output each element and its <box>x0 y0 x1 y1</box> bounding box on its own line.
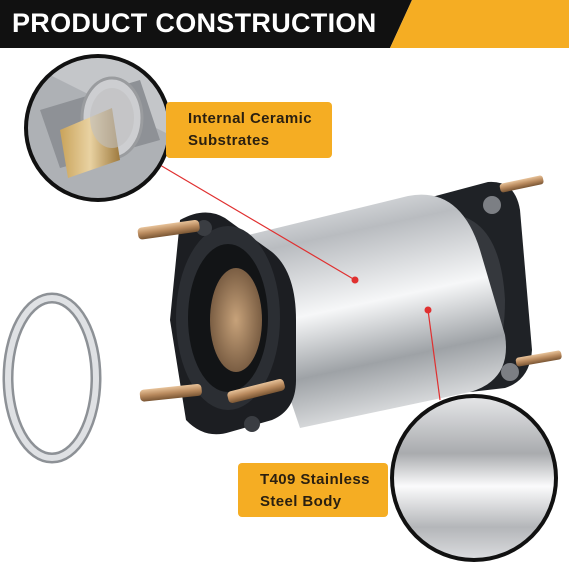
banner-shape <box>0 0 569 48</box>
steel-zoom <box>390 394 558 562</box>
callout-steel-line2: Steel Body <box>260 493 342 510</box>
stud-bottom-right <box>227 378 285 403</box>
substrate-zoom <box>24 54 172 202</box>
banner-title: PRODUCT CONSTRUCTION <box>12 8 377 38</box>
header-banner: PRODUCT CONSTRUCTION <box>0 0 569 48</box>
front-flange <box>170 212 296 435</box>
steel-body <box>236 194 506 428</box>
stud-top-left <box>137 219 200 240</box>
stud-bottom-left <box>139 383 202 402</box>
callout-ceramic-line1: Internal Ceramic <box>188 110 312 127</box>
callout-steel-line1: T409 Stainless <box>260 471 370 488</box>
gasket-ring <box>2 292 102 464</box>
callout-ceramic-substrates: Internal Ceramic Substrates <box>166 102 332 158</box>
callout-steel-body: T409 Stainless Steel Body <box>238 463 388 517</box>
pointer-lines <box>159 164 441 401</box>
callout-ceramic-line2: Substrates <box>188 132 270 149</box>
